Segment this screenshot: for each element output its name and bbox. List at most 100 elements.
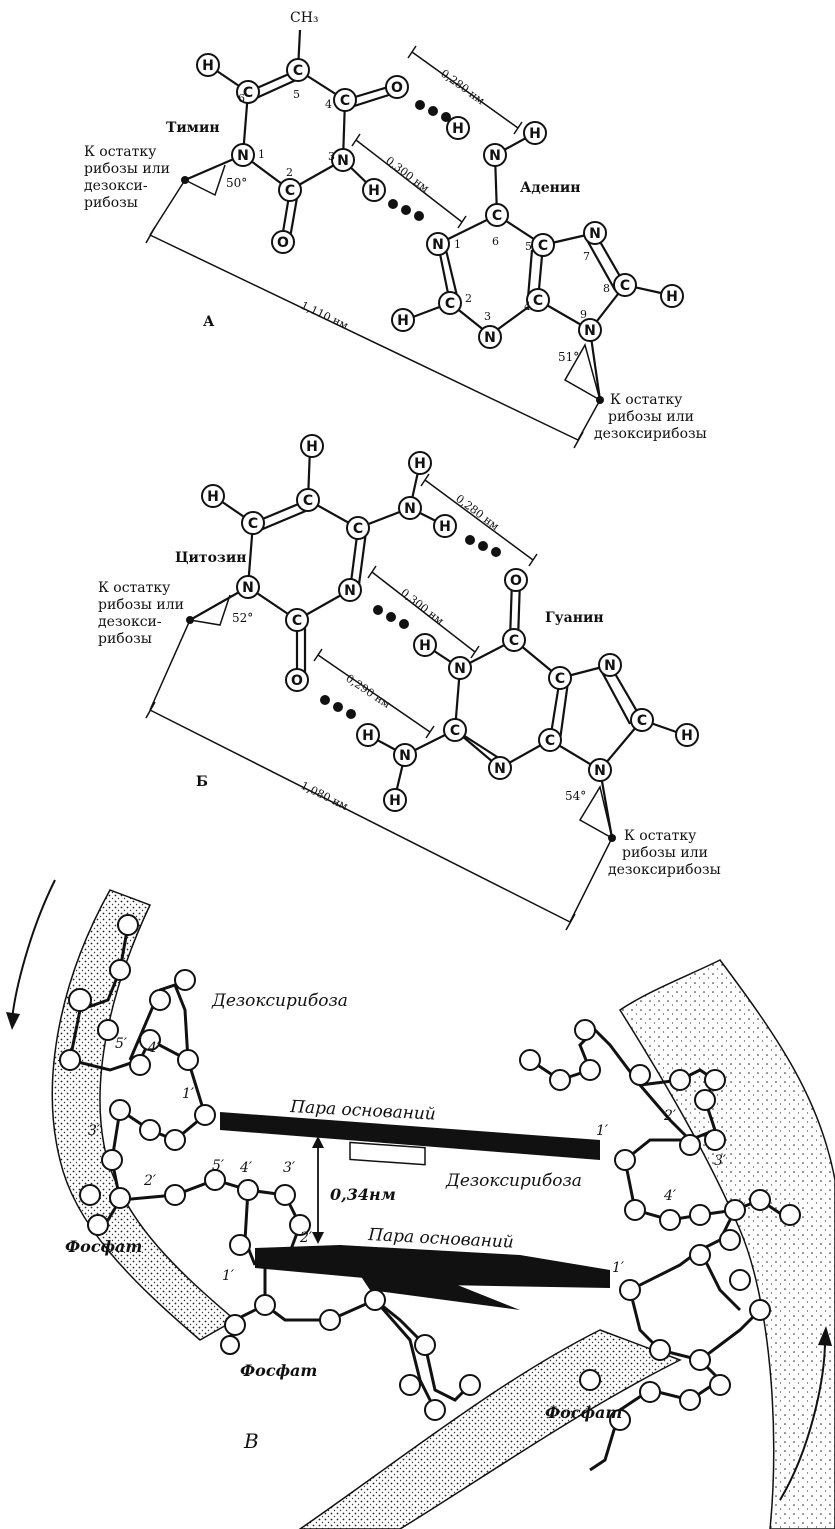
atom: N	[483, 143, 507, 167]
prime-label: 4′	[147, 1040, 161, 1056]
svg-text:C: C	[492, 208, 502, 224]
svg-text:H: H	[452, 121, 464, 137]
svg-text:O: O	[277, 235, 289, 251]
phosphate-right-label: Фосфат	[545, 1403, 622, 1422]
prime-label: 2′	[663, 1108, 677, 1124]
svg-text:C: C	[538, 238, 548, 254]
angle-label: 52°	[232, 611, 253, 625]
panel-b-letter: Б	[196, 774, 208, 790]
svg-text:H: H	[414, 456, 426, 472]
ring-number: 4	[325, 98, 332, 111]
svg-text:O: O	[291, 673, 303, 689]
angle-label: 54°	[565, 789, 586, 803]
svg-text:H: H	[529, 126, 541, 142]
prime-label: 1′	[182, 1086, 195, 1102]
angle-label: 50°	[226, 176, 247, 190]
sugar-note-line: дезокси-	[84, 178, 148, 194]
prime-label: 2′	[299, 1230, 313, 1246]
atom: C	[278, 178, 302, 202]
sugar-note-line: рибозы или	[98, 597, 184, 613]
atom: H	[201, 484, 225, 508]
atom: O	[504, 568, 528, 592]
svg-text:H: H	[397, 313, 409, 329]
right-strand-ribbon	[618, 959, 835, 1529]
atom: H	[433, 514, 457, 538]
svg-text:H: H	[362, 728, 374, 744]
atom: H	[446, 116, 470, 140]
atom: N	[398, 496, 422, 520]
atom: N	[578, 318, 602, 342]
svg-text:C: C	[509, 633, 519, 649]
svg-text:N: N	[589, 226, 601, 242]
atom: C	[241, 511, 265, 535]
atom: N	[426, 232, 450, 256]
atom: O	[271, 230, 295, 254]
atom: C	[613, 273, 637, 297]
methyl-label: CH₃	[290, 10, 319, 26]
atom: C	[438, 291, 462, 315]
sugar-note-line: К остатку	[610, 392, 683, 408]
svg-text:C: C	[533, 293, 543, 309]
atom: C	[285, 608, 309, 632]
panel-c: Дезоксирибоза Пара оснований Дезоксирибо…	[6, 879, 835, 1529]
svg-text:C: C	[293, 63, 303, 79]
prime-label: 1′	[612, 1260, 625, 1276]
atom: H	[660, 284, 684, 308]
ring-number: 1	[454, 238, 461, 251]
atom: C	[630, 708, 654, 732]
atom: C	[531, 233, 555, 257]
atom: C	[236, 80, 260, 104]
atom: C	[296, 488, 320, 512]
angle-label: 51°	[558, 350, 579, 364]
svg-text:O: O	[510, 573, 522, 589]
atom: C	[443, 718, 467, 742]
deoxyribose-top-label: Дезоксирибоза	[211, 991, 348, 1011]
sugar-note-line: рибозы или	[622, 845, 708, 861]
atom: N	[598, 653, 622, 677]
panel-b	[145, 447, 686, 931]
svg-text:C: C	[555, 671, 565, 687]
ring-number: 1	[258, 148, 265, 161]
svg-text:C: C	[637, 713, 647, 729]
svg-text:C: C	[243, 85, 253, 101]
distance-label: 0,280 нм	[438, 67, 487, 108]
base-pair-top-slab	[220, 1112, 600, 1160]
atom: H	[408, 451, 432, 475]
panel-a-letter: А	[203, 314, 215, 330]
svg-text:C: C	[285, 183, 295, 199]
atom: H	[362, 178, 386, 202]
ring-number: 3	[328, 150, 335, 163]
atom: H	[383, 788, 407, 812]
atom: N	[488, 756, 512, 780]
atom: H	[523, 121, 547, 145]
guanine-label: Гуанин	[545, 610, 604, 626]
ring-number: 5	[293, 88, 300, 101]
prime-label: 1′	[596, 1123, 609, 1139]
spacing-label: 0,34нм	[330, 1185, 396, 1204]
phosphate-mid-label: Фосфат	[240, 1361, 317, 1380]
ring-number: 2	[286, 166, 293, 179]
deoxyribose-right-label: Дезоксирибоза	[445, 1171, 582, 1191]
svg-text:H: H	[666, 289, 678, 305]
atom: N	[448, 656, 472, 680]
svg-text:C: C	[353, 521, 363, 537]
atom: C	[485, 203, 509, 227]
ring-number: 7	[583, 250, 590, 263]
svg-text:N: N	[454, 661, 466, 677]
svg-text:H: H	[681, 728, 693, 744]
panel-a-atoms: H C C C O N N C O H H H N C N C N C C C …	[196, 53, 684, 349]
svg-text:N: N	[594, 763, 606, 779]
svg-text:N: N	[237, 148, 249, 164]
ring-number: 5	[525, 240, 532, 253]
sugar-note-line: К остатку	[84, 144, 157, 160]
svg-text:H: H	[306, 439, 318, 455]
svg-text:N: N	[494, 761, 506, 777]
sugar-note-line: рибозы	[84, 195, 138, 211]
atom: N	[588, 758, 612, 782]
atom: C	[538, 728, 562, 752]
svg-text:C: C	[450, 723, 460, 739]
atom: N	[478, 325, 502, 349]
adenine-label: Аденин	[520, 180, 581, 196]
sugar-note-line: дезоксирибозы	[608, 862, 721, 878]
svg-text:C: C	[545, 733, 555, 749]
